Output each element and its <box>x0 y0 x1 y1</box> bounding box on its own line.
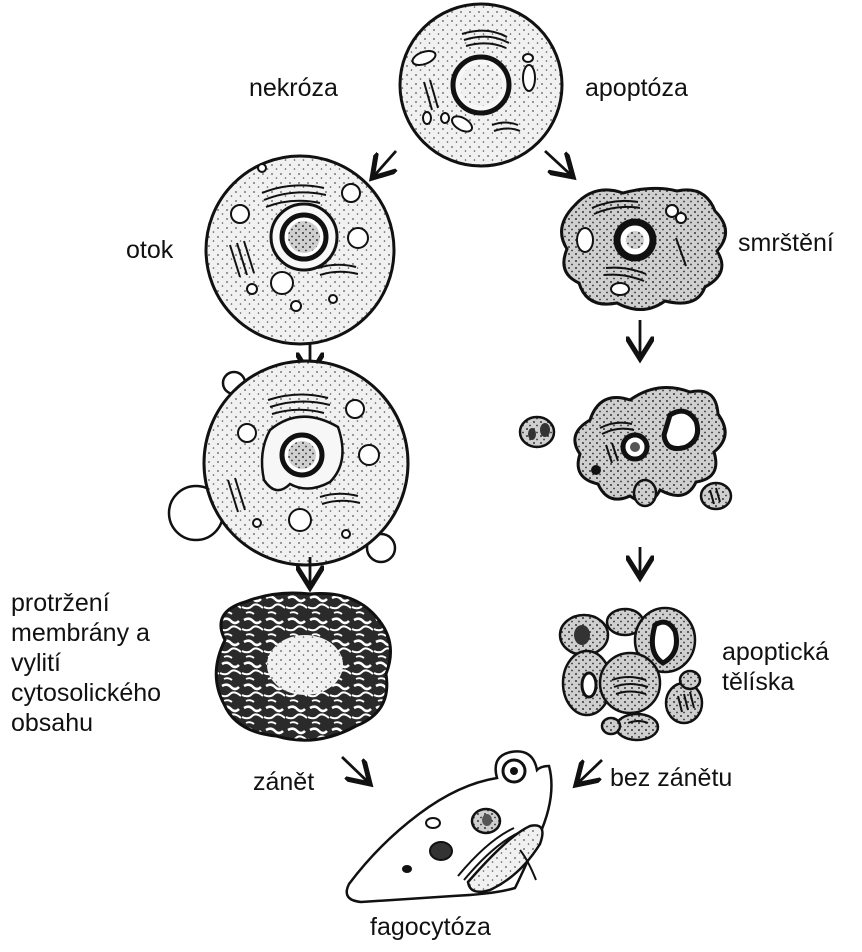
arrow-inflammation <box>342 757 368 782</box>
blebbing-cell <box>169 361 408 565</box>
label-swelling: otok <box>126 235 173 265</box>
shrunken-cell <box>562 188 726 309</box>
label-apoptotic-bodies: apoptická tělíska <box>722 637 829 697</box>
label-necrosis: nekróza <box>249 73 338 103</box>
arrow-no-inflammation <box>578 760 602 783</box>
label-rupture: protržení membrány a vylití cytosolickéh… <box>11 588 161 738</box>
arrow-to-swelling <box>374 151 396 176</box>
swollen-cell <box>206 156 394 344</box>
fragmenting-cell <box>520 388 731 510</box>
phagocyte <box>347 751 552 902</box>
arrow-to-shrinkage <box>545 151 571 175</box>
label-inflammation: zánět <box>253 767 314 797</box>
label-apoptosis: apoptóza <box>585 73 688 103</box>
normal-cell <box>400 4 562 166</box>
apoptotic-bodies <box>560 608 702 740</box>
label-shrinkage: smrštění <box>738 228 834 258</box>
label-phagocytosis: fagocytóza <box>370 912 491 942</box>
ruptured-cell <box>216 593 390 740</box>
label-no-inflammation: bez zánětu <box>610 763 732 793</box>
